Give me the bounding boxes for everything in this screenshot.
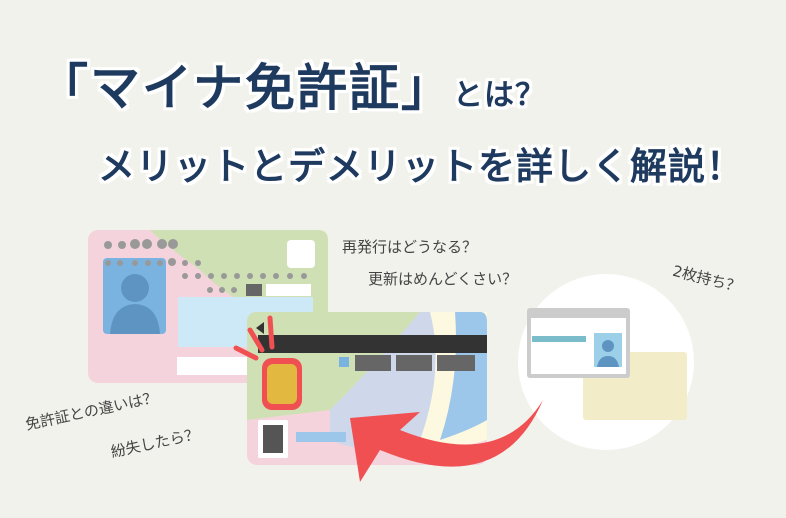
license-cards-illustration [518, 274, 694, 450]
page-subtitle: メリットとデメリットを詳しく解説！ [98, 145, 744, 188]
title-main: 「マイナ免許証」 [38, 59, 453, 117]
question-renewal: 更新はめんどくさい？ [368, 270, 518, 288]
front-card-illustration [233, 312, 487, 465]
question-reissue: 再発行はどうなる？ [342, 238, 478, 256]
page-title: 「マイナ免許証」とは？ [38, 48, 546, 120]
red-arrow-illustration [350, 400, 543, 482]
title-suffix: とは？ [453, 78, 546, 113]
